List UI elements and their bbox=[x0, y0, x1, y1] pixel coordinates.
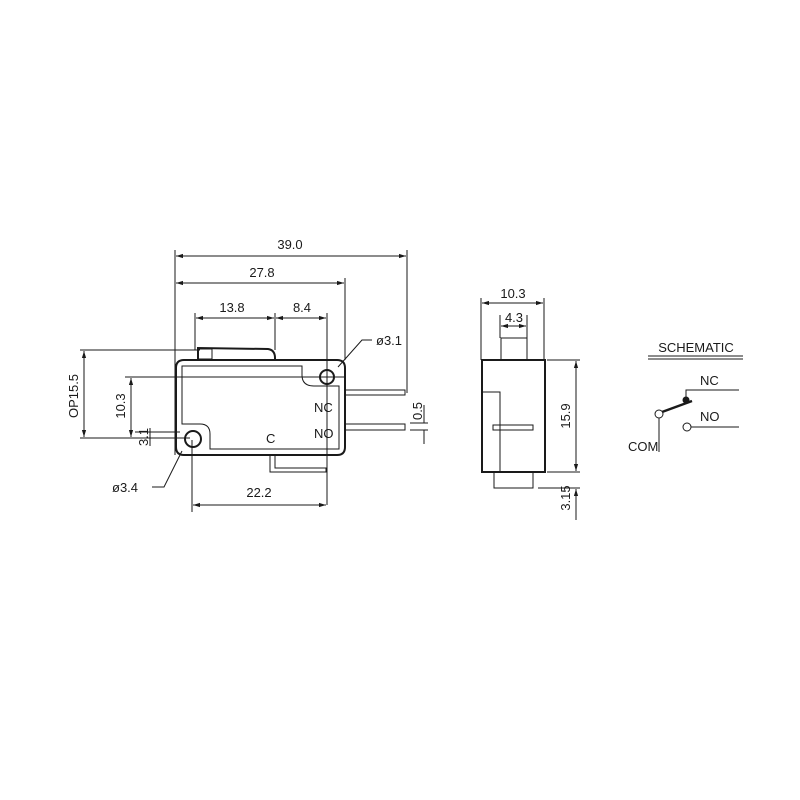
title-underline bbox=[648, 355, 743, 360]
dim-label-overall-length: 39.0 bbox=[277, 237, 302, 252]
actuator-lever bbox=[197, 346, 276, 360]
dim-label-side-width: 10.3 bbox=[500, 286, 525, 301]
schematic-label-no: NO bbox=[700, 409, 720, 424]
leader-dia-3-4 bbox=[152, 450, 183, 488]
terminal-c bbox=[269, 455, 327, 473]
front-view: 39.0 27.8 13.8 8.4 OP15.5 10.3 3.1 ø3.1 … bbox=[66, 237, 428, 512]
dim-label-hole-spacing-h: 22.2 bbox=[246, 485, 271, 500]
lever-pivot bbox=[197, 348, 213, 360]
side-inner-line bbox=[482, 391, 501, 472]
mount-hole-top bbox=[319, 369, 335, 385]
dim-label-hole-offset: 3.1 bbox=[136, 428, 151, 446]
com-contact bbox=[654, 409, 664, 419]
dim-label-plunger-width: 4.3 bbox=[505, 310, 523, 325]
dim-label-hole-dia-top: ø3.1 bbox=[376, 333, 402, 348]
plunger bbox=[500, 337, 528, 361]
dim-line-0-5 bbox=[410, 405, 428, 444]
mount-hole-bottom bbox=[184, 430, 202, 448]
body-inner-outline bbox=[181, 365, 340, 450]
schematic-label-com: COM bbox=[628, 439, 658, 454]
dim-label-body-length: 27.8 bbox=[249, 265, 274, 280]
side-body bbox=[481, 359, 546, 473]
side-terminal bbox=[493, 471, 534, 489]
side-view: 10.3 4.3 15.9 3.15 bbox=[480, 286, 580, 520]
no-contact bbox=[682, 422, 692, 432]
terminal-label-c: C bbox=[266, 431, 275, 446]
dim-label-side-height: 15.9 bbox=[558, 403, 573, 428]
nc-line bbox=[685, 389, 739, 397]
side-slot bbox=[492, 424, 534, 431]
dim-label-hole-dia-bottom: ø3.4 bbox=[112, 480, 138, 495]
leader-dia-3-1 bbox=[337, 339, 372, 368]
dim-label-op-height: OP15.5 bbox=[66, 374, 81, 418]
terminal-nc bbox=[345, 389, 406, 396]
terminal-label-nc: NC bbox=[314, 400, 333, 415]
dim-label-lever-length: 13.8 bbox=[219, 300, 244, 315]
terminal-no bbox=[345, 423, 406, 431]
schematic-title: SCHEMATIC bbox=[658, 340, 734, 355]
dim-label-lever-offset: 8.4 bbox=[293, 300, 311, 315]
dim-label-hole-spacing-v: 10.3 bbox=[113, 393, 128, 418]
dim-label-terminal-thickness: 0.5 bbox=[410, 402, 425, 420]
dim-label-terminal: 3.15 bbox=[558, 485, 573, 510]
terminal-label-no: NO bbox=[314, 426, 334, 441]
schematic: SCHEMATIC NC NO COM bbox=[628, 340, 743, 454]
schematic-label-nc: NC bbox=[700, 373, 719, 388]
switch-lever bbox=[661, 399, 693, 414]
switch-body bbox=[175, 359, 346, 456]
